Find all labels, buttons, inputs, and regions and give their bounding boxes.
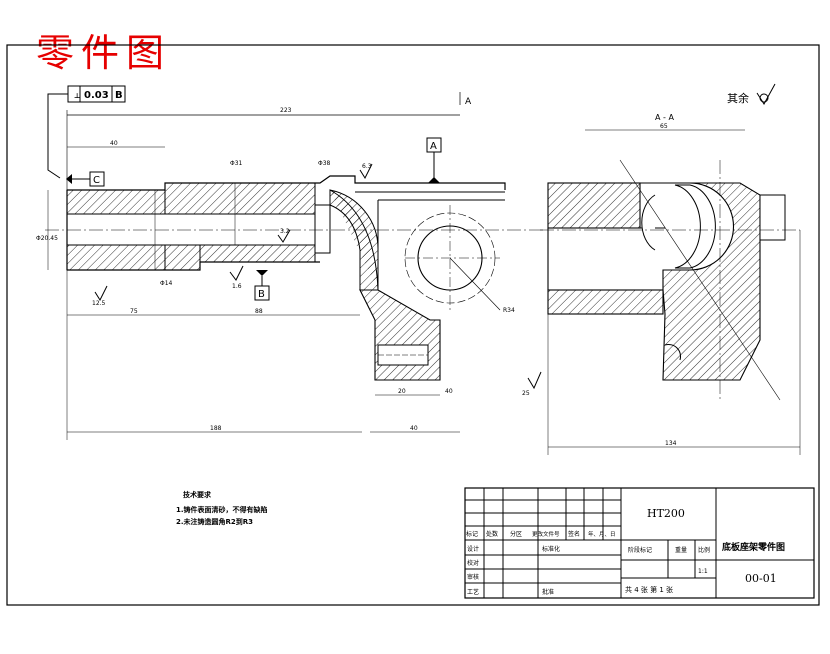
- svg-text:批准: 批准: [542, 588, 554, 596]
- title-block-text: 标记 处数 分区 更改文件号 签名 年、月、日 设计 校对 审核 工艺 标准化 …: [466, 507, 785, 596]
- svg-text:12.5: 12.5: [92, 300, 106, 307]
- tb-material: HT200: [647, 507, 685, 520]
- tb-label-mark: 标记: [466, 530, 478, 538]
- dim-section-width: 134: [665, 440, 677, 447]
- page-title: 零件图: [36, 31, 172, 75]
- svg-text:25: 25: [522, 390, 530, 397]
- remaining-roughness-symbol: [756, 83, 776, 105]
- datum-c: C: [66, 171, 105, 187]
- dim-section-top: 65: [660, 123, 668, 130]
- dim-dia-2: Φ31: [230, 160, 243, 167]
- dim-height-left: Φ20.45: [36, 235, 58, 242]
- roughness-symbol-5: 25: [522, 371, 542, 397]
- remaining-roughness-label: 其余: [727, 91, 749, 105]
- svg-text:更改文件号: 更改文件号: [532, 530, 560, 538]
- svg-text:B: B: [258, 289, 265, 300]
- svg-text:处数: 处数: [486, 530, 498, 538]
- dim-left-mid: 75: [130, 308, 138, 315]
- svg-text:校对: 校对: [467, 559, 479, 567]
- svg-text:标准化: 标准化: [542, 545, 560, 553]
- dim-bottom-small-2: 40: [445, 388, 453, 395]
- svg-text:设计: 设计: [467, 545, 479, 553]
- svg-text:A: A: [430, 141, 437, 152]
- svg-text:审核: 审核: [467, 573, 479, 581]
- dim-bottom-right: 40: [410, 425, 418, 432]
- notes-title: 技术要求: [183, 490, 212, 499]
- roughness-symbol-2: 12.5: [92, 285, 108, 307]
- tolerance-value: 0.03: [84, 90, 109, 101]
- dim-left-top: 40: [110, 140, 118, 147]
- tb-scale-value: 1:1: [698, 568, 708, 575]
- datum-a: A: [426, 137, 442, 183]
- dim-dia-1: Φ14: [160, 280, 173, 287]
- dim-overall: 223: [280, 107, 292, 114]
- tb-sheets: 共 4 张 第 1 张: [625, 585, 673, 594]
- dim-bottom: 188: [210, 425, 222, 432]
- svg-text:3.2: 3.2: [280, 228, 290, 235]
- svg-text:比例: 比例: [698, 546, 710, 554]
- svg-text:重量: 重量: [675, 546, 687, 554]
- svg-text:年、月、日: 年、月、日: [588, 530, 616, 538]
- notes-item-1: 1.铸件表面清砂，不得有缺陷: [176, 505, 268, 514]
- datum-b: B: [254, 270, 270, 301]
- roughness-symbol-3: 1.6: [229, 265, 244, 290]
- technical-notes: 技术要求 1.铸件表面清砂，不得有缺陷 2.未注铸造圆角R2到R3: [176, 490, 268, 526]
- cut-marker-top: A: [465, 97, 472, 107]
- svg-text:6.3: 6.3: [362, 163, 372, 170]
- dim-radius: R34: [503, 307, 515, 314]
- svg-text:阶段标记: 阶段标记: [628, 546, 652, 554]
- notes-item-2: 2.未注铸造圆角R2到R3: [176, 517, 253, 526]
- tolerance-datum: B: [115, 90, 123, 101]
- svg-text:签名: 签名: [568, 530, 580, 538]
- dim-dia-3: Φ38: [318, 160, 331, 167]
- section-view: A - A 65 134 25 其余: [522, 83, 801, 455]
- tb-part-name: 底板座架零件图: [722, 541, 785, 553]
- svg-text:工艺: 工艺: [467, 588, 479, 596]
- main-view: 223 A 40 R34: [36, 92, 545, 440]
- section-label: A - A: [655, 113, 674, 122]
- svg-text:C: C: [93, 175, 100, 186]
- svg-text:1.6: 1.6: [232, 283, 242, 290]
- dim-center: 88: [255, 308, 263, 315]
- tolerance-frame: ⊥ 0.03 B: [47, 85, 126, 179]
- dim-bottom-small-1: 20: [398, 388, 406, 395]
- svg-text:分区: 分区: [510, 530, 522, 538]
- title-block: [464, 487, 815, 599]
- drawing-border: [6, 44, 820, 606]
- roughness-symbol-4: 3.2: [277, 228, 291, 243]
- tolerance-symbol: ⊥: [74, 92, 80, 100]
- tb-drawing-no: 00-01: [745, 572, 777, 585]
- roughness-symbol-1: 6.3: [359, 163, 373, 180]
